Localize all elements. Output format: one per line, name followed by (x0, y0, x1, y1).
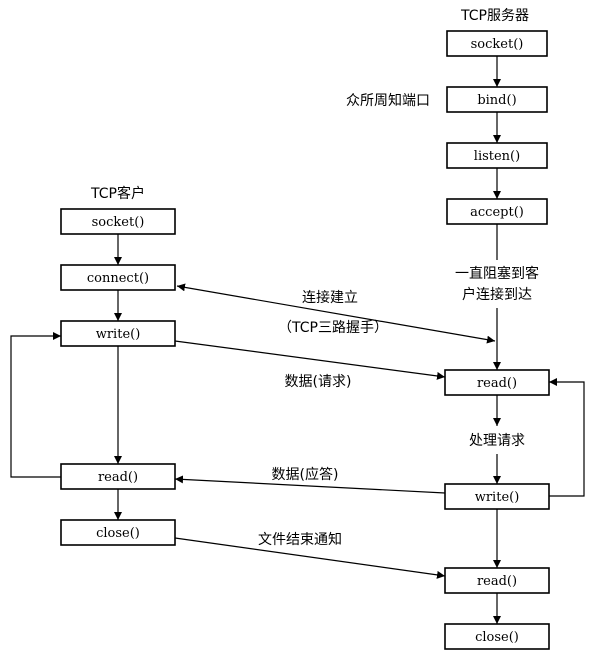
server-socket-label: socket() (471, 37, 524, 52)
well-known-port-label: 众所周知端口 (346, 92, 430, 109)
server-read2-box: read() (444, 567, 550, 594)
client-connect-label: connect() (87, 271, 149, 286)
server-close-label: close() (475, 630, 519, 645)
client-connect-box: connect() (60, 264, 176, 291)
client-close-box: close() (60, 519, 176, 546)
block-label-line2: 户连接到达 (462, 286, 532, 303)
server-accept-box: accept() (446, 198, 548, 225)
server-write-label: write() (475, 490, 520, 505)
client-close-label: close() (96, 526, 140, 541)
server-listen-label: listen() (474, 149, 520, 164)
server-read2-label: read() (477, 574, 517, 589)
client-loop-arrow (10, 332, 61, 478)
server-read1-box: read() (444, 369, 550, 396)
client-write-box: write() (60, 320, 176, 347)
conn-established-label: 连接建立 (302, 289, 358, 306)
server-write-box: write() (444, 483, 550, 510)
server-socket-box: socket() (446, 30, 548, 57)
server-bind-label: bind() (477, 93, 516, 108)
server-bind-box: bind() (446, 86, 548, 113)
client-title: TCP客户 (90, 185, 145, 202)
connection-handshake-arrow (176, 283, 496, 344)
server-read1-label: read() (477, 376, 517, 391)
server-listen-box: listen() (446, 142, 548, 169)
server-close-box: close() (444, 623, 550, 650)
server-accept-label: accept() (470, 205, 524, 220)
process-request-label: 处理请求 (469, 433, 525, 449)
client-read-label: read() (98, 470, 138, 485)
three-way-handshake-label: （TCP三路握手） (278, 320, 388, 336)
client-write-label: write() (96, 327, 141, 342)
client-socket-label: socket() (92, 215, 145, 230)
block-label-line1: 一直阻塞到客 (455, 265, 539, 282)
data-reply-arrow (174, 475, 446, 494)
server-title: TCP服务器 (460, 8, 529, 24)
eof-notify-label: 文件结束通知 (258, 531, 342, 548)
server-loop-arrow (549, 378, 585, 497)
data-request-arrow (174, 340, 446, 380)
eof-notify-arrow (174, 537, 446, 579)
data-reply-label: 数据(应答) (272, 466, 339, 483)
data-request-label: 数据(请求) (285, 374, 352, 390)
client-socket-box: socket() (60, 208, 176, 235)
client-read-box: read() (60, 463, 176, 490)
